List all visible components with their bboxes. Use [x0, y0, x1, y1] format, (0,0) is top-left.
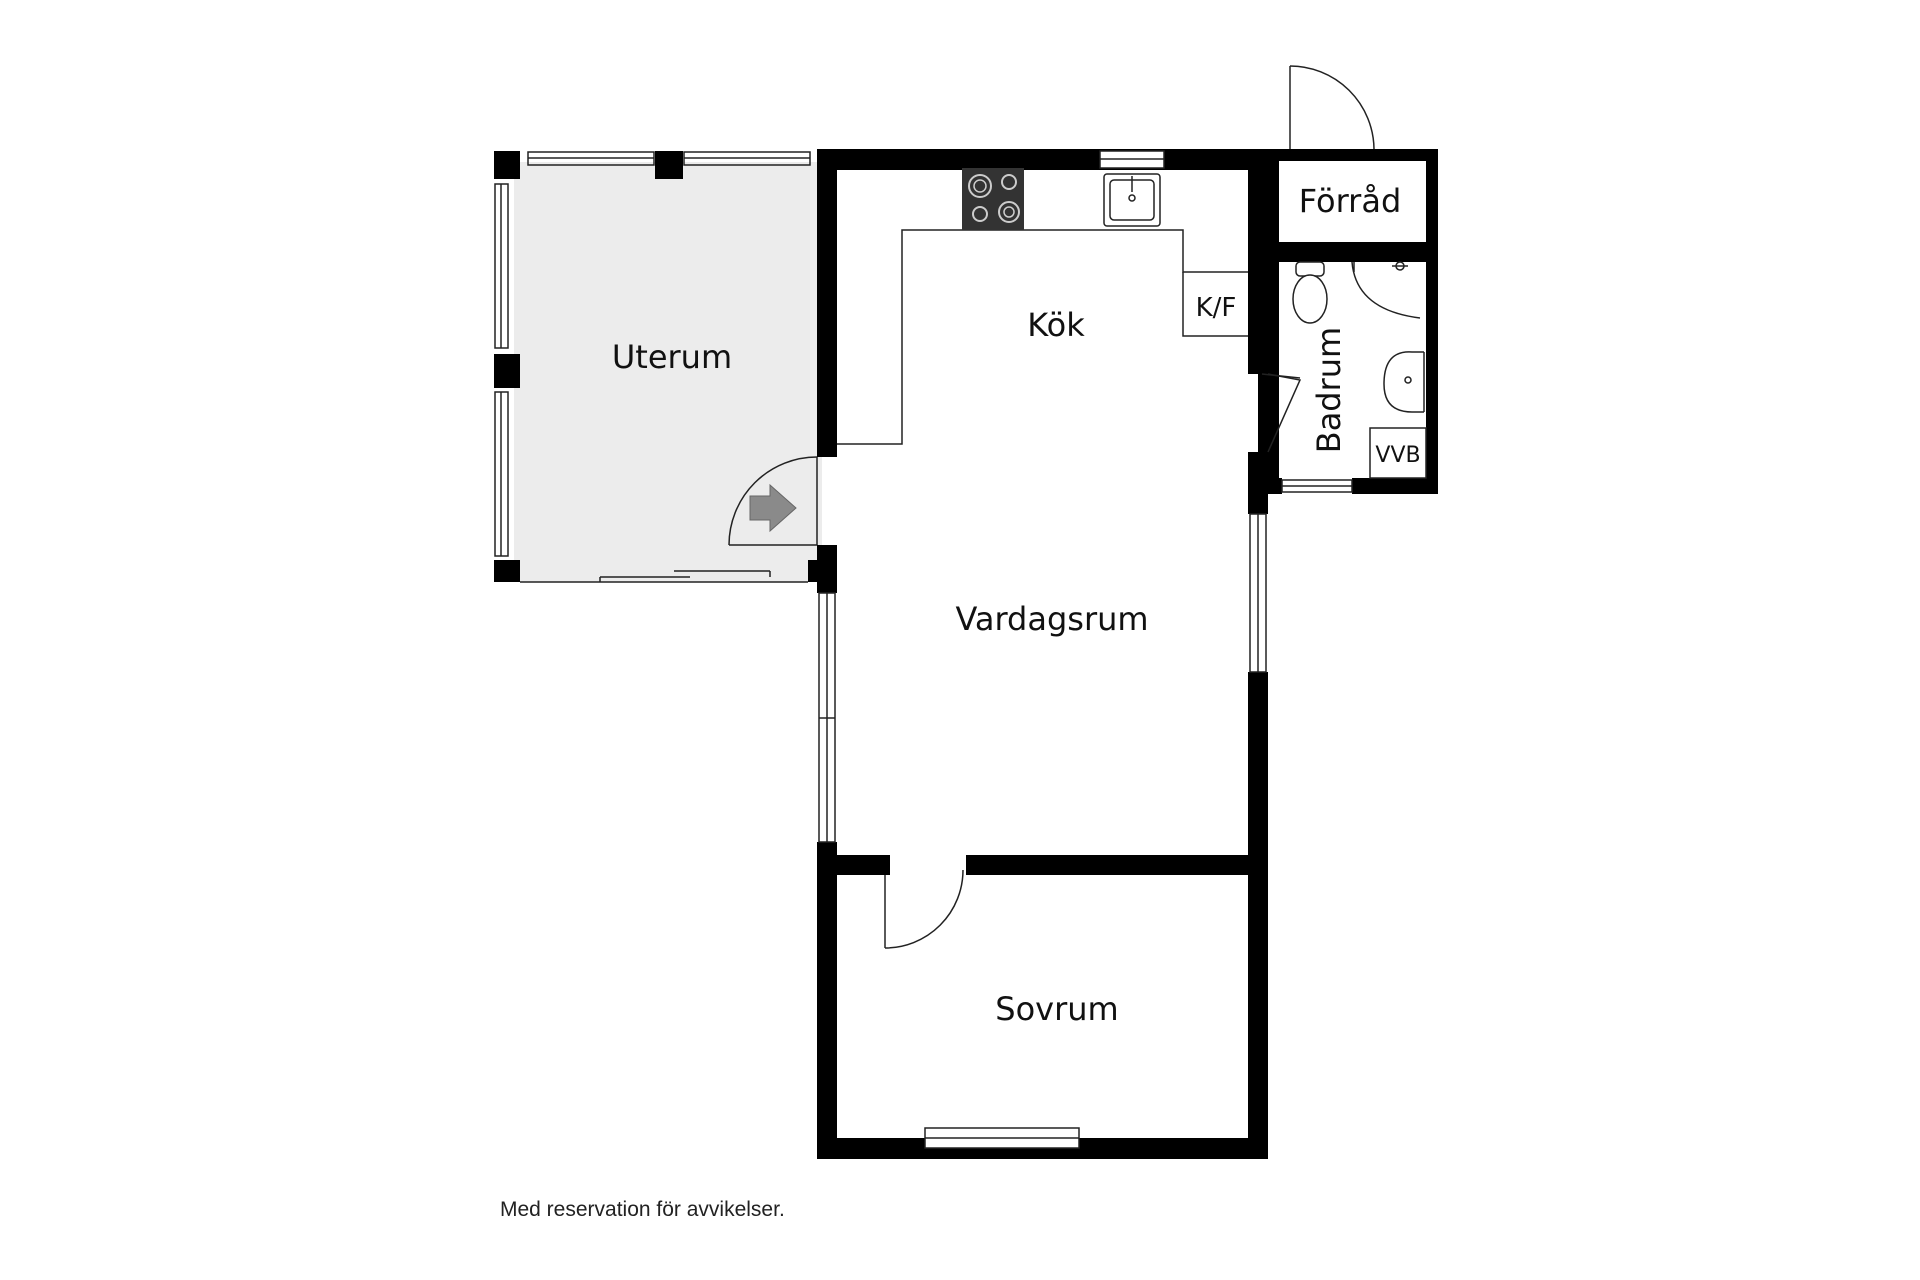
stove-icon [962, 168, 1024, 230]
disclaimer-text: Med reservation för avvikelser. [500, 1198, 785, 1221]
room-label-forrad-text: Förråd [1299, 182, 1402, 220]
toilet-icon [1292, 261, 1328, 324]
windows [818, 150, 1353, 1149]
uterum-glazing [494, 151, 811, 583]
room-label-vardagsrum: Vardagsrum [955, 600, 1148, 638]
walls [817, 149, 1438, 1159]
room-label-badrum: Badrum [1310, 327, 1348, 453]
kitchen-counter [837, 229, 1248, 445]
room-label-kok: Kök [1027, 306, 1085, 344]
doors [728, 65, 1375, 949]
uterum-posts [494, 151, 826, 582]
water-heater-box [1369, 427, 1427, 479]
bathroom-sink-icon [1383, 351, 1425, 413]
fixture-label-kf: K/F [1196, 293, 1237, 323]
entrance-arrow-icon [749, 483, 797, 533]
room-label-sovrum: Sovrum [995, 990, 1118, 1028]
shower-icon [1351, 261, 1421, 319]
kitchen-sink-icon [1103, 173, 1161, 227]
fixture-label-vvb: VVB [1375, 443, 1420, 468]
room-label-uterum: Uterum [612, 338, 732, 376]
